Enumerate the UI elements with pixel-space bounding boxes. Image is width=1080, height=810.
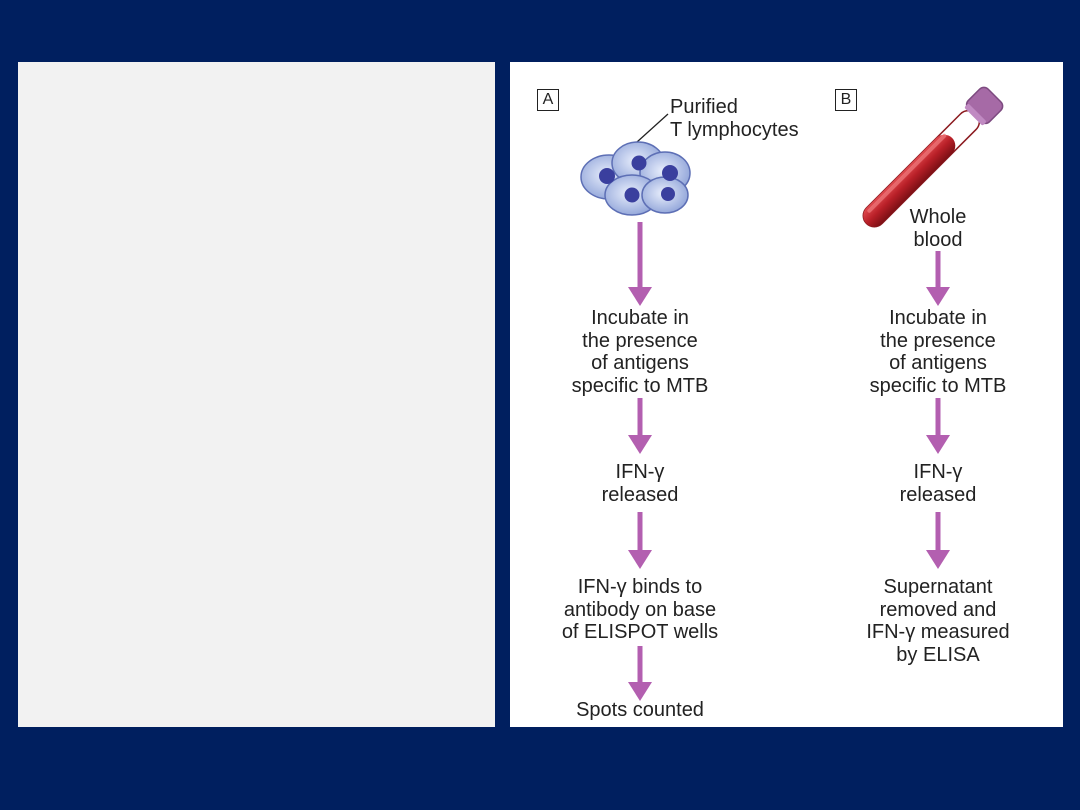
purified-t-lymphocytes-label: Purified T lymphocytes bbox=[670, 96, 799, 141]
blank-left-panel bbox=[18, 62, 495, 727]
arrow-a-2 bbox=[628, 398, 652, 454]
arrow-b-3 bbox=[926, 512, 950, 569]
step-b-ifn-released: IFN-γ released bbox=[899, 461, 977, 506]
whole-blood-label: Whole blood bbox=[909, 206, 967, 251]
arrow-b-2 bbox=[926, 398, 950, 454]
step-a-ifn-binds: IFN-γ binds to antibody on base of ELISP… bbox=[561, 576, 719, 643]
step-b-supernatant-elisa: Supernatant removed and IFN-γ measured b… bbox=[866, 576, 1010, 666]
panel-b-label: B bbox=[835, 89, 857, 111]
lymphocyte-cluster-icon bbox=[580, 113, 691, 216]
step-a-spots-counted: Spots counted bbox=[576, 699, 704, 721]
arrow-a-3 bbox=[628, 512, 652, 569]
arrow-a-1 bbox=[628, 222, 652, 306]
blood-tube-icon bbox=[862, 86, 1004, 228]
step-b-incubate: Incubate in the presence of antigens spe… bbox=[869, 307, 1007, 397]
arrow-a-4 bbox=[628, 646, 652, 701]
step-a-ifn-released: IFN-γ released bbox=[601, 461, 679, 506]
step-a-incubate: Incubate in the presence of antigens spe… bbox=[571, 307, 709, 397]
panel-a-label: A bbox=[537, 89, 559, 111]
arrow-b-1 bbox=[926, 251, 950, 306]
